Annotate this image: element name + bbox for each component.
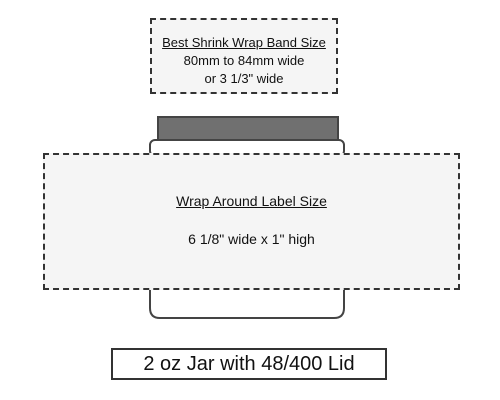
jar-base [149,286,345,319]
product-caption: 2 oz Jar with 48/400 Lid [111,348,387,380]
wrap-label-box: Wrap Around Label Size 6 1/8" wide x 1" … [43,153,460,290]
wrap-label-heading: Wrap Around Label Size [176,193,327,209]
band-heading: Best Shrink Wrap Band Size [162,35,326,50]
jar-lid [157,116,339,141]
band-size-inches: or 3 1/3" wide [204,71,284,86]
wrap-label-size: 6 1/8" wide x 1" high [188,231,315,247]
band-size-mm: 80mm to 84mm wide [183,53,305,68]
shrink-band-box: Best Shrink Wrap Band Size 80mm to 84mm … [150,18,338,94]
